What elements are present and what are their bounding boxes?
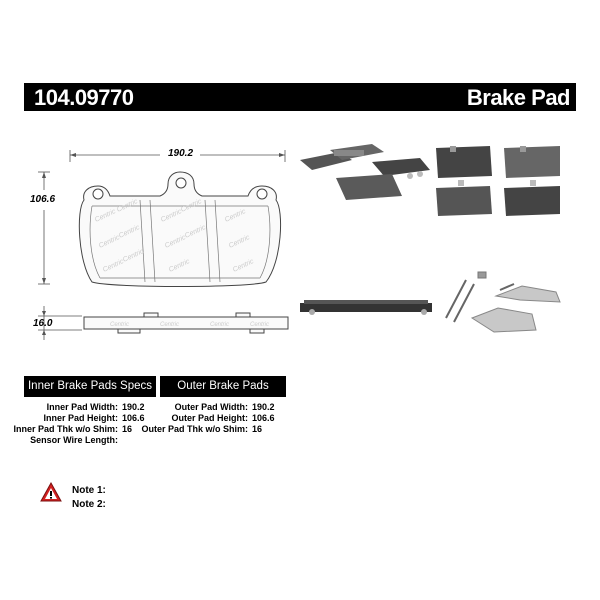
note-2-label: Note 2: — [72, 499, 106, 510]
title-bar: 104.09770 Brake Pad — [24, 83, 576, 111]
inner-specs-header: Inner Brake Pads Specs — [24, 376, 156, 397]
warning-icon — [40, 482, 62, 502]
pad-outline — [78, 171, 282, 287]
height-dimension: 106.6 — [30, 194, 56, 205]
outer-pad-thk-value: 16 — [252, 424, 263, 434]
outer-pad-width-value: 190.2 — [252, 402, 275, 412]
pad-set-photo-2 — [436, 146, 560, 216]
note-1-label: Note 1: — [72, 485, 106, 496]
svg-text:Centric: Centric — [250, 322, 269, 328]
thickness-dimension: 16.0 — [33, 318, 53, 329]
outer-specs-header: Outer Brake Pads Specs — [160, 376, 286, 413]
hardware-kit-photo — [445, 271, 561, 333]
height-dimension-line — [38, 171, 50, 285]
product-type: Brake Pad — [466, 85, 571, 110]
inner-pad-width-label: Inner Pad Width: — [46, 402, 118, 412]
svg-text:Centric: Centric — [110, 322, 129, 328]
pad-side-photo — [300, 300, 432, 315]
svg-text:Centric: Centric — [210, 322, 229, 328]
outer-pad-height-label: Outer Pad Height: — [171, 413, 248, 423]
inner-pad-height-label: Inner Pad Height: — [43, 413, 118, 423]
width-dimension: 190.2 — [168, 148, 194, 159]
inner-pad-width-value: 190.2 — [122, 402, 145, 412]
inner-pad-thk-value: 16 — [122, 424, 133, 434]
outer-pad-thk-label: Outer Pad Thk w/o Shim: — [141, 424, 248, 434]
inner-pad-height-value: 106.6 — [122, 413, 145, 423]
part-number: 104.09770 — [34, 85, 134, 110]
svg-text:Centric: Centric — [160, 322, 179, 328]
sensor-wire-label: Sensor Wire Length: — [30, 435, 118, 445]
inner-pad-thk-label: Inner Pad Thk w/o Shim: — [13, 424, 118, 434]
pad-set-photo-1 — [300, 144, 430, 200]
outer-pad-width-label: Outer Pad Width: — [174, 402, 248, 412]
pad-side-view — [83, 312, 289, 334]
width-dimension-line — [69, 150, 286, 162]
outer-pad-height-value: 106.6 — [252, 413, 275, 423]
